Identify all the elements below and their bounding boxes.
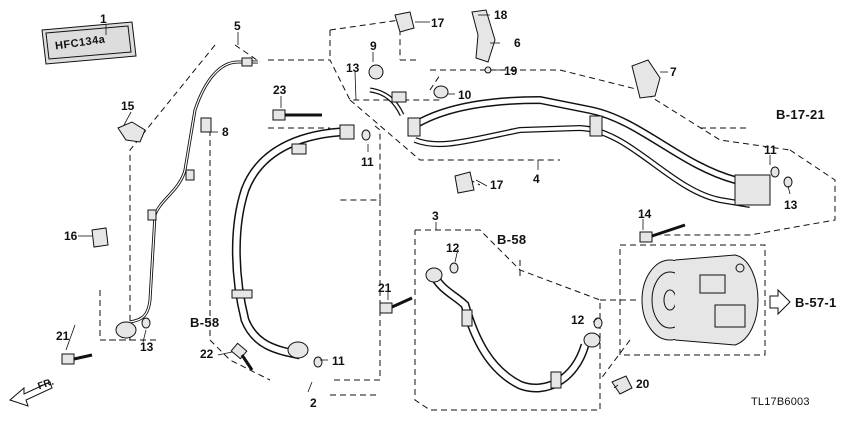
callout-4: 4 bbox=[533, 172, 540, 186]
callout-11a: 11 bbox=[361, 155, 374, 169]
callout-3: 3 bbox=[432, 209, 439, 223]
arrow-right-icon bbox=[769, 288, 791, 316]
callout-13b: 13 bbox=[784, 198, 798, 212]
callout-11c: 11 bbox=[332, 354, 345, 368]
hose-2 bbox=[231, 124, 355, 360]
ref-link-b-58-left[interactable]: B-58 bbox=[190, 315, 220, 330]
callout-20: 20 bbox=[636, 377, 650, 391]
callout-15: 15 bbox=[121, 99, 135, 113]
ref-link-b-58-right[interactable]: B-58 bbox=[497, 232, 527, 247]
callout-1: 1 bbox=[100, 12, 107, 26]
callout-5: 5 bbox=[234, 19, 241, 33]
diagram-part-code: TL17B6003 bbox=[751, 396, 810, 408]
hose-3 bbox=[425, 267, 601, 393]
o-ring-icon bbox=[141, 129, 793, 368]
front-arrow-icon bbox=[9, 381, 53, 407]
callout-10: 10 bbox=[458, 88, 472, 102]
callout-21a: 21 bbox=[56, 329, 70, 343]
callout-6: 6 bbox=[514, 36, 521, 50]
callout-12a: 12 bbox=[446, 241, 460, 255]
callout-13a: 13 bbox=[346, 61, 360, 75]
callout-22: 22 bbox=[200, 347, 214, 361]
callout-19: 19 bbox=[504, 64, 518, 78]
pipe-5 bbox=[115, 57, 258, 339]
ref-link-b-57-1[interactable]: B-57-1 bbox=[795, 295, 837, 310]
callout-9: 9 bbox=[370, 39, 377, 53]
compressor-icon bbox=[641, 254, 759, 346]
label-plate-icon bbox=[41, 21, 137, 65]
callout-12b: 12 bbox=[571, 313, 585, 327]
callout-8: 8 bbox=[222, 125, 229, 139]
callout-14: 14 bbox=[638, 207, 652, 221]
callout-7: 7 bbox=[670, 65, 677, 79]
pipe-4 bbox=[369, 87, 771, 208]
callout-11b: 11 bbox=[764, 143, 777, 157]
clip-icon bbox=[91, 9, 661, 395]
callout-16: 16 bbox=[64, 229, 78, 243]
callout-2: 2 bbox=[310, 396, 317, 410]
callout-17a: 17 bbox=[431, 16, 445, 30]
ref-link-b-17-21[interactable]: B-17-21 bbox=[776, 107, 826, 122]
callout-23: 23 bbox=[273, 83, 287, 97]
callout-18: 18 bbox=[494, 8, 508, 22]
callout-17b: 17 bbox=[490, 178, 504, 192]
bolt-icon bbox=[61, 66, 686, 371]
callout-21b: 21 bbox=[378, 281, 392, 295]
callout-13c: 13 bbox=[140, 340, 154, 354]
